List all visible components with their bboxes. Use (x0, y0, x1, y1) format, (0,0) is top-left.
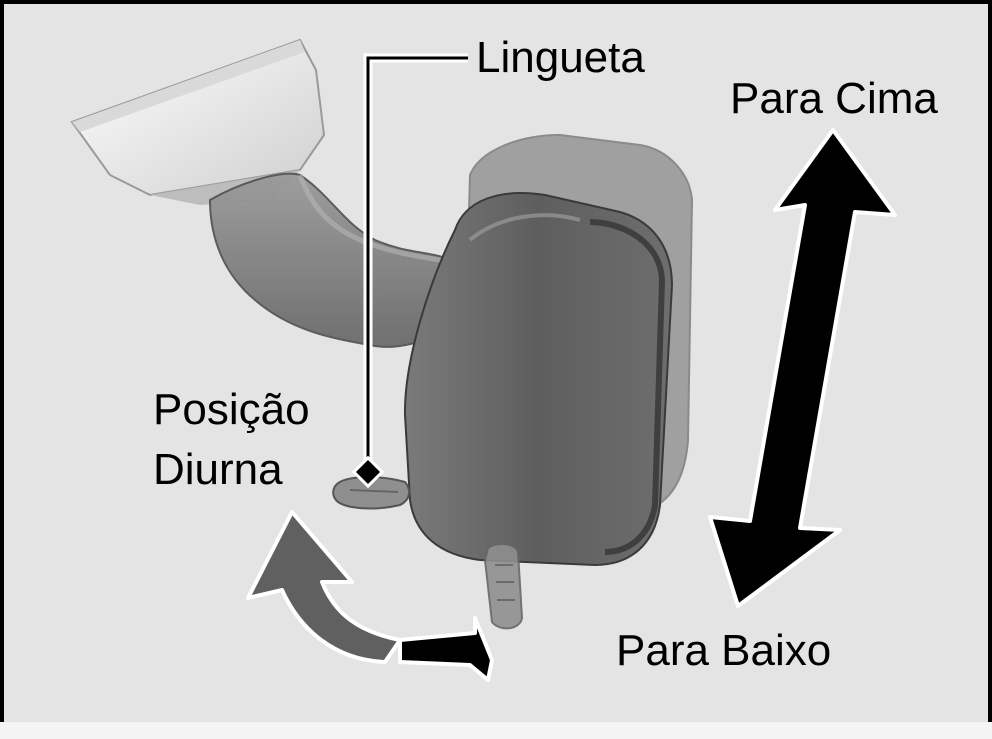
day-night-tab (332, 476, 411, 510)
frame-left-border (0, 0, 4, 722)
down-label: Para Baixo (616, 626, 832, 675)
tab-leader-line (351, 53, 468, 489)
up-down-arrow (708, 128, 897, 608)
day-position-label-line2: Diurna (153, 445, 283, 494)
tab-label: Lingueta (476, 33, 645, 82)
up-label: Para Cima (730, 74, 938, 123)
bottom-strip (0, 722, 992, 739)
mirror-arm (208, 172, 457, 348)
day-position-label-line1: Posição (153, 385, 310, 434)
mirror-housing (403, 192, 674, 567)
frame-right-border (988, 0, 992, 722)
frame-top-border (0, 0, 992, 4)
day-night-tab-alternate (483, 542, 524, 630)
day-position-arrow (246, 510, 494, 682)
